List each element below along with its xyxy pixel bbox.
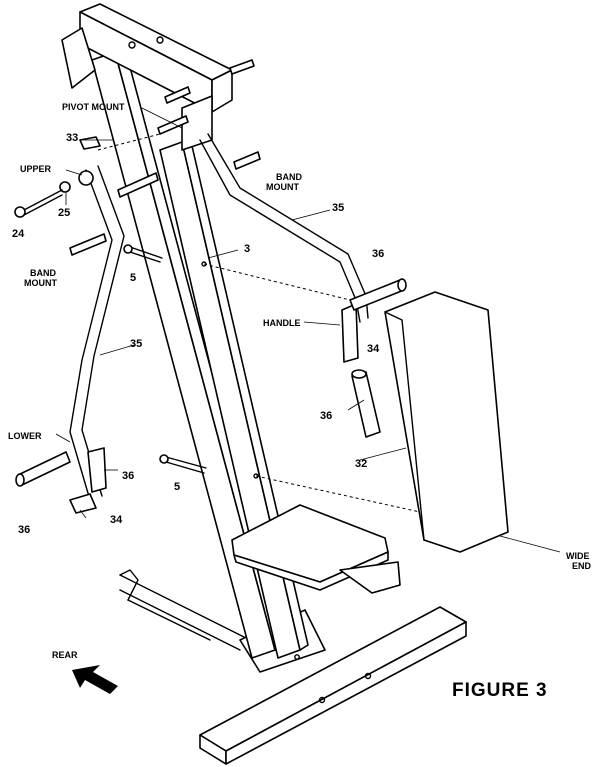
part-36-right-top: 36 <box>372 248 385 260</box>
part-36-right-grip: 36 <box>320 410 333 422</box>
label-band-mount-right-line2: MOUNT <box>266 182 299 192</box>
label-wide-end-line2: END <box>572 561 592 571</box>
assembly-lines <box>97 133 421 513</box>
figure-title: FIGURE 3 <box>452 680 548 701</box>
part-33: 33 <box>66 132 79 144</box>
part-34-right: 34 <box>367 343 380 355</box>
part-24: 24 <box>12 228 25 240</box>
label-pivot-mount: PIVOT MOUNT <box>62 102 125 112</box>
seat <box>231 504 401 594</box>
label-rear: REAR <box>52 650 78 660</box>
part-32: 32 <box>355 458 368 470</box>
right-top-bar-part-36 <box>349 278 407 311</box>
label-lower: LOWER <box>8 431 42 441</box>
part-35-left: 35 <box>130 338 143 350</box>
frame-head <box>61 3 255 151</box>
base-rail <box>199 606 467 765</box>
band-mount-pins <box>69 151 261 256</box>
leader-lines <box>55 107 561 553</box>
label-band-mount-left-line1: BAND <box>30 268 56 278</box>
rear-rail <box>119 569 251 651</box>
part-34-lower: 34 <box>110 514 123 526</box>
rear-arrow-icon <box>72 665 118 694</box>
left-lower-grips-part-36 <box>15 447 107 493</box>
part-5-upper: 5 <box>130 272 137 284</box>
label-band-mount-right-line1: BAND <box>276 172 302 182</box>
label-wide-end-line1: WIDE <box>566 551 590 561</box>
part-36-lower-mid: 36 <box>122 470 135 482</box>
label-band-mount-left-line2: MOUNT <box>24 278 57 288</box>
part-36-lower-left: 36 <box>18 524 31 536</box>
label-upper: UPPER <box>20 164 52 174</box>
part-25: 25 <box>58 207 71 219</box>
part-3: 3 <box>244 243 251 255</box>
label-handle: HANDLE <box>263 318 301 328</box>
part-5-lower: 5 <box>174 481 181 493</box>
right-grip-part-36 <box>351 369 381 438</box>
part-35-right: 35 <box>332 202 345 214</box>
back-pad-part-32 <box>384 291 509 553</box>
